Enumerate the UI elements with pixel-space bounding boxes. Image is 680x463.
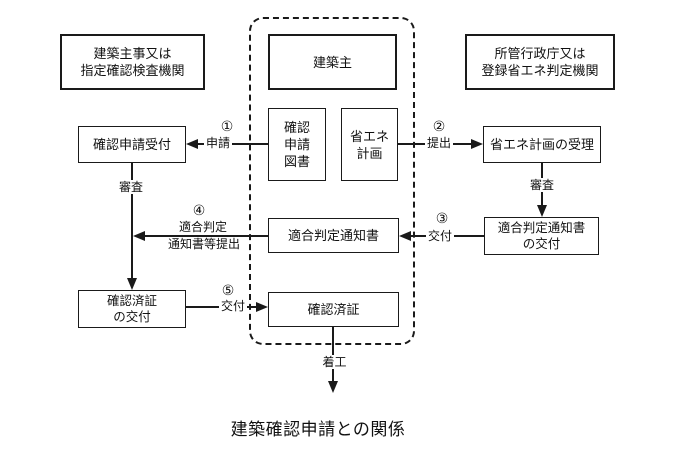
box-building-owner: 建築主 (268, 34, 397, 90)
arrow-step1-head-icon (186, 139, 198, 149)
arrow-step2-head-icon (471, 139, 483, 149)
label-step1-text: 申請 (204, 136, 232, 150)
label-step4-text-line2: 通知書等提出 (167, 237, 240, 251)
arrow-step4-shaft (143, 235, 268, 237)
box-confirmation-application-docs: 確認 申請 図書 (268, 108, 326, 181)
arrow-step1-shaft (196, 143, 268, 145)
box-energy-plan: 省エネ 計画 (341, 108, 398, 181)
arrow-review-right-head-icon (537, 205, 547, 217)
diagram-title: 建築確認申請との関係 (230, 420, 406, 439)
arrow-step4-head-icon (133, 231, 145, 241)
arrow-construction-start-head-icon (328, 381, 338, 393)
label-step3-number: ③ (435, 210, 449, 226)
label-construction-start: 着工 (318, 355, 351, 369)
arrow-review-left-shaft (131, 163, 133, 280)
label-step2-number: ② (432, 118, 446, 134)
label-step1-number: ① (220, 118, 234, 134)
label-step3-text: 交付 (426, 229, 454, 243)
label-step4-text-line1: 適合判定 (178, 220, 227, 234)
box-energy-plan-reception: 省エネ計画の受理 (483, 126, 601, 163)
box-conformity-notice: 適合判定通知書 (268, 218, 399, 253)
label-step5-number: ⑤ (221, 282, 235, 298)
label-review-left: 審査 (115, 180, 147, 194)
box-conformity-notice-issuance: 適合判定通知書 の交付 (484, 217, 599, 255)
label-step5-text: 交付 (219, 299, 247, 313)
label-step4-number: ④ (192, 202, 206, 218)
label-review-right: 審査 (526, 178, 558, 192)
box-confirmation-certificate-issuance: 確認済証 の交付 (78, 290, 186, 328)
box-admin-agency-org: 所管行政庁又は 登録省エネ判定機関 (465, 34, 615, 90)
arrow-step5-head-icon (256, 302, 268, 312)
arrow-review-left-head-icon (127, 278, 137, 290)
box-confirmation-certificate: 確認済証 (268, 292, 399, 327)
arrow-step3-head-icon (399, 231, 411, 241)
box-building-official-org: 建築主事又は 指定確認検査機関 (60, 34, 205, 90)
label-step2-text: 提出 (425, 136, 453, 150)
box-confirmation-application-reception: 確認申請受付 (78, 126, 186, 163)
